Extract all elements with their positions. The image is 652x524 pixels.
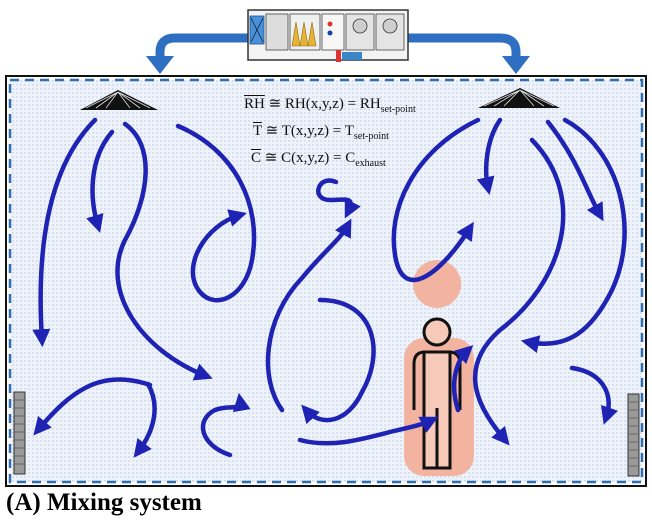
ceiling-diffuser-right xyxy=(478,88,560,108)
airflow-arrow xyxy=(115,121,213,381)
airflow-arrow xyxy=(265,218,352,413)
airflow-arrow xyxy=(297,416,439,446)
exhaust-grille-left xyxy=(13,391,26,475)
air-handling-unit-icon xyxy=(247,9,409,62)
eq-c-subscript: exhaust xyxy=(355,158,386,169)
supply-duct-right xyxy=(405,33,530,74)
eq-t-lhs: T xyxy=(253,123,262,139)
eq-c-middle: ≅ C(x,y,z) = C xyxy=(261,150,356,166)
airflow-arrow xyxy=(520,117,627,353)
airflow-arrow xyxy=(200,392,251,458)
airflow-arrow xyxy=(86,129,115,233)
equation-concentration: C ≅ C(x,y,z) = Cexhaust xyxy=(251,148,491,169)
airflow-arrow xyxy=(301,297,376,425)
eq-rh-lhs: RH xyxy=(244,96,265,112)
airflow-arrow xyxy=(133,381,157,458)
equation-relative-humidity: RH ≅ RH(x,y,z) = RHset-point xyxy=(244,94,484,115)
eq-rh-subscript: set-point xyxy=(380,104,416,115)
airflow-arrow xyxy=(476,117,503,196)
exhaust-grille-right xyxy=(627,393,640,477)
airflow-arrow xyxy=(33,377,153,436)
airflow-arrow xyxy=(32,117,98,348)
airflow-arrow xyxy=(569,365,619,425)
figure-caption: (A) Mixing system xyxy=(6,489,202,516)
airflow-arrow xyxy=(545,119,604,222)
airflow-arrow xyxy=(451,345,474,413)
airflow-arrow xyxy=(472,137,566,446)
airflow-arrow xyxy=(316,178,361,219)
airflow-streamlines xyxy=(32,117,627,458)
supply-duct-left xyxy=(146,33,250,74)
ceiling-diffuser-left xyxy=(80,90,158,110)
eq-t-middle: ≅ T(x,y,z) = T xyxy=(261,123,354,139)
airflow-arrow xyxy=(391,117,481,283)
eq-c-lhs: C xyxy=(251,150,262,166)
eq-rh-middle: ≅ RH(x,y,z) = RH xyxy=(264,96,381,112)
eq-t-subscript: set-point xyxy=(353,131,389,142)
airflow-arrow xyxy=(175,123,257,303)
equation-temperature: T ≅ T(x,y,z) = Tset-point xyxy=(253,121,493,142)
